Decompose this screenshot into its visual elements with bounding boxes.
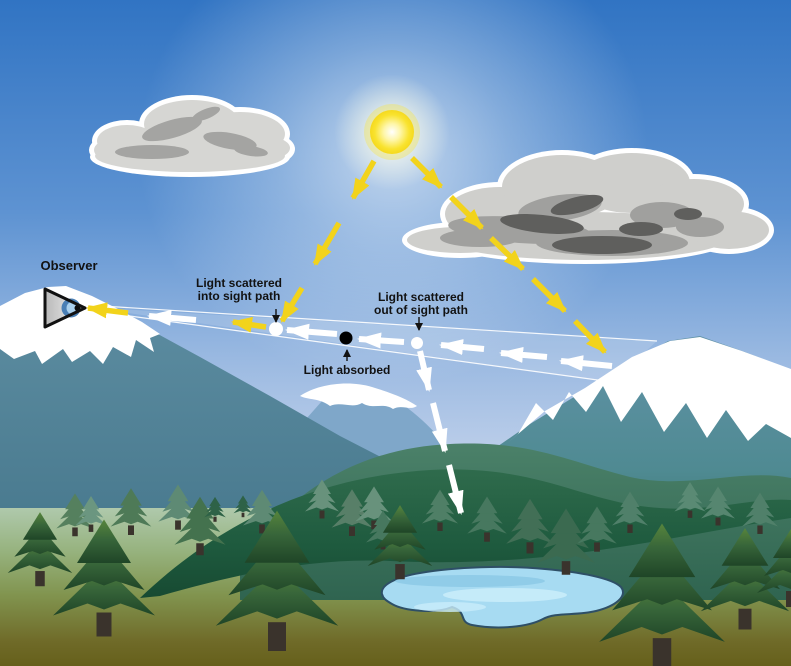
label-scattered-out: Light scattered out of sight path [374, 291, 468, 317]
label-scattered-into: Light scattered into sight path [196, 277, 282, 303]
label-absorbed-text: Light absorbed [303, 363, 391, 377]
label-scattered-into-line2: into sight path [197, 289, 281, 303]
sun-ray-right-arrow [573, 319, 607, 354]
label-scattered-out-line2: out of sight path [374, 303, 468, 317]
sight-path-lower-line [85, 309, 613, 383]
sun-icon [370, 110, 414, 154]
scattered-light-arrow [86, 302, 129, 319]
sun-ray-left-arrow [279, 286, 305, 323]
scatter-in-dot [269, 322, 283, 336]
sight-path-arrow [357, 332, 405, 349]
label-pointers [272, 309, 423, 361]
sun-ray-right-arrow [489, 236, 525, 271]
sight-path-arrow [499, 346, 548, 363]
observer-eye-icon [43, 287, 87, 329]
sun-ray-right-arrow [410, 156, 443, 189]
sight-path-arrow [439, 339, 485, 356]
scattered-out-arrow [416, 350, 432, 392]
sun-ray-left-arrow [312, 221, 342, 266]
hill-dark [140, 469, 791, 598]
sun-ray-right-arrow [531, 277, 567, 313]
absorbed-dot [339, 331, 353, 345]
label-absorbed: Light absorbed [304, 364, 391, 377]
sight-path-arrow [147, 309, 197, 326]
sun-ray-left-arrow [350, 159, 377, 200]
scattered-light-arrow [231, 316, 267, 333]
sight-path-arrows [147, 309, 613, 515]
sight-path-arrow [285, 323, 338, 340]
sun-ray-right-arrow [449, 195, 484, 230]
cloud-left-icon [89, 95, 295, 177]
observer-label-text: Observer [40, 258, 98, 273]
observer-label: Observer [40, 259, 97, 273]
scattered-out-arrow [446, 464, 464, 515]
label-scattered-into-line1: Light scattered [195, 276, 283, 290]
sight-path-upper-line [85, 304, 658, 342]
label-scattered-out-line1: Light scattered [377, 290, 465, 304]
lake [380, 565, 624, 629]
sun-rays [86, 156, 607, 354]
scatter-out-dot [411, 337, 423, 349]
cloud-right-icon [402, 148, 774, 264]
sight-path-arrow [559, 355, 613, 372]
scattered-out-arrow [430, 402, 448, 453]
sun-halo [138, 0, 648, 385]
